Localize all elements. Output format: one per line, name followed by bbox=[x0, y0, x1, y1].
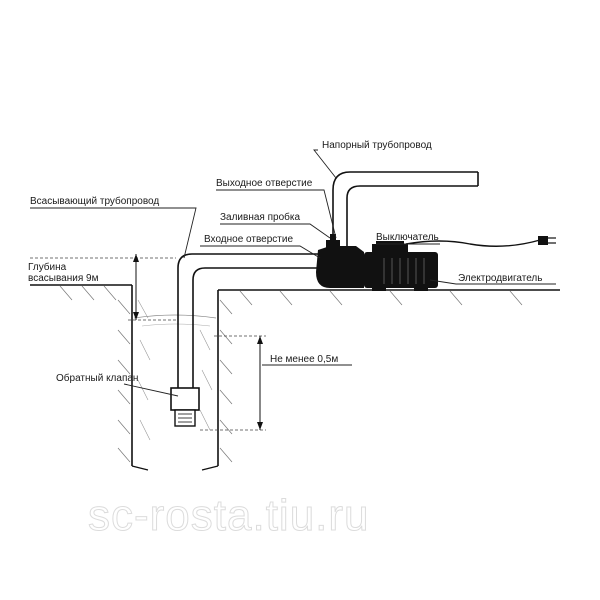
discharge-pipe bbox=[332, 171, 479, 246]
electric-motor bbox=[364, 241, 438, 291]
power-cable bbox=[405, 236, 556, 247]
label-suction-pipe: Всасывающий трубопровод bbox=[30, 195, 159, 207]
label-motor: Электродвигатель bbox=[458, 273, 542, 284]
label-discharge-pipe: Напорный трубопровод bbox=[322, 139, 432, 151]
leader-lines bbox=[30, 149, 556, 397]
watermark: sc-rosta.tiu.ru bbox=[88, 491, 370, 540]
suction-pipe bbox=[177, 253, 320, 388]
min-depth-dimension bbox=[200, 335, 266, 431]
label-outlet: Выходное отверстие bbox=[216, 178, 313, 189]
label-depth-line2: всасывания 9м bbox=[28, 273, 99, 284]
ground bbox=[30, 284, 560, 466]
pump bbox=[316, 234, 364, 288]
label-check-valve: Обратный клапан bbox=[56, 372, 138, 384]
label-depth-line1: Глубина bbox=[28, 261, 67, 273]
label-switch: Выключатель bbox=[376, 232, 439, 243]
label-min-depth: Не менее 0,5м bbox=[270, 354, 338, 365]
suction-depth-dimension bbox=[30, 254, 176, 321]
well-water bbox=[131, 299, 219, 471]
label-filler-plug: Заливная пробка bbox=[220, 211, 300, 223]
check-valve bbox=[170, 387, 200, 427]
label-inlet: Входное отверстие bbox=[204, 234, 293, 245]
